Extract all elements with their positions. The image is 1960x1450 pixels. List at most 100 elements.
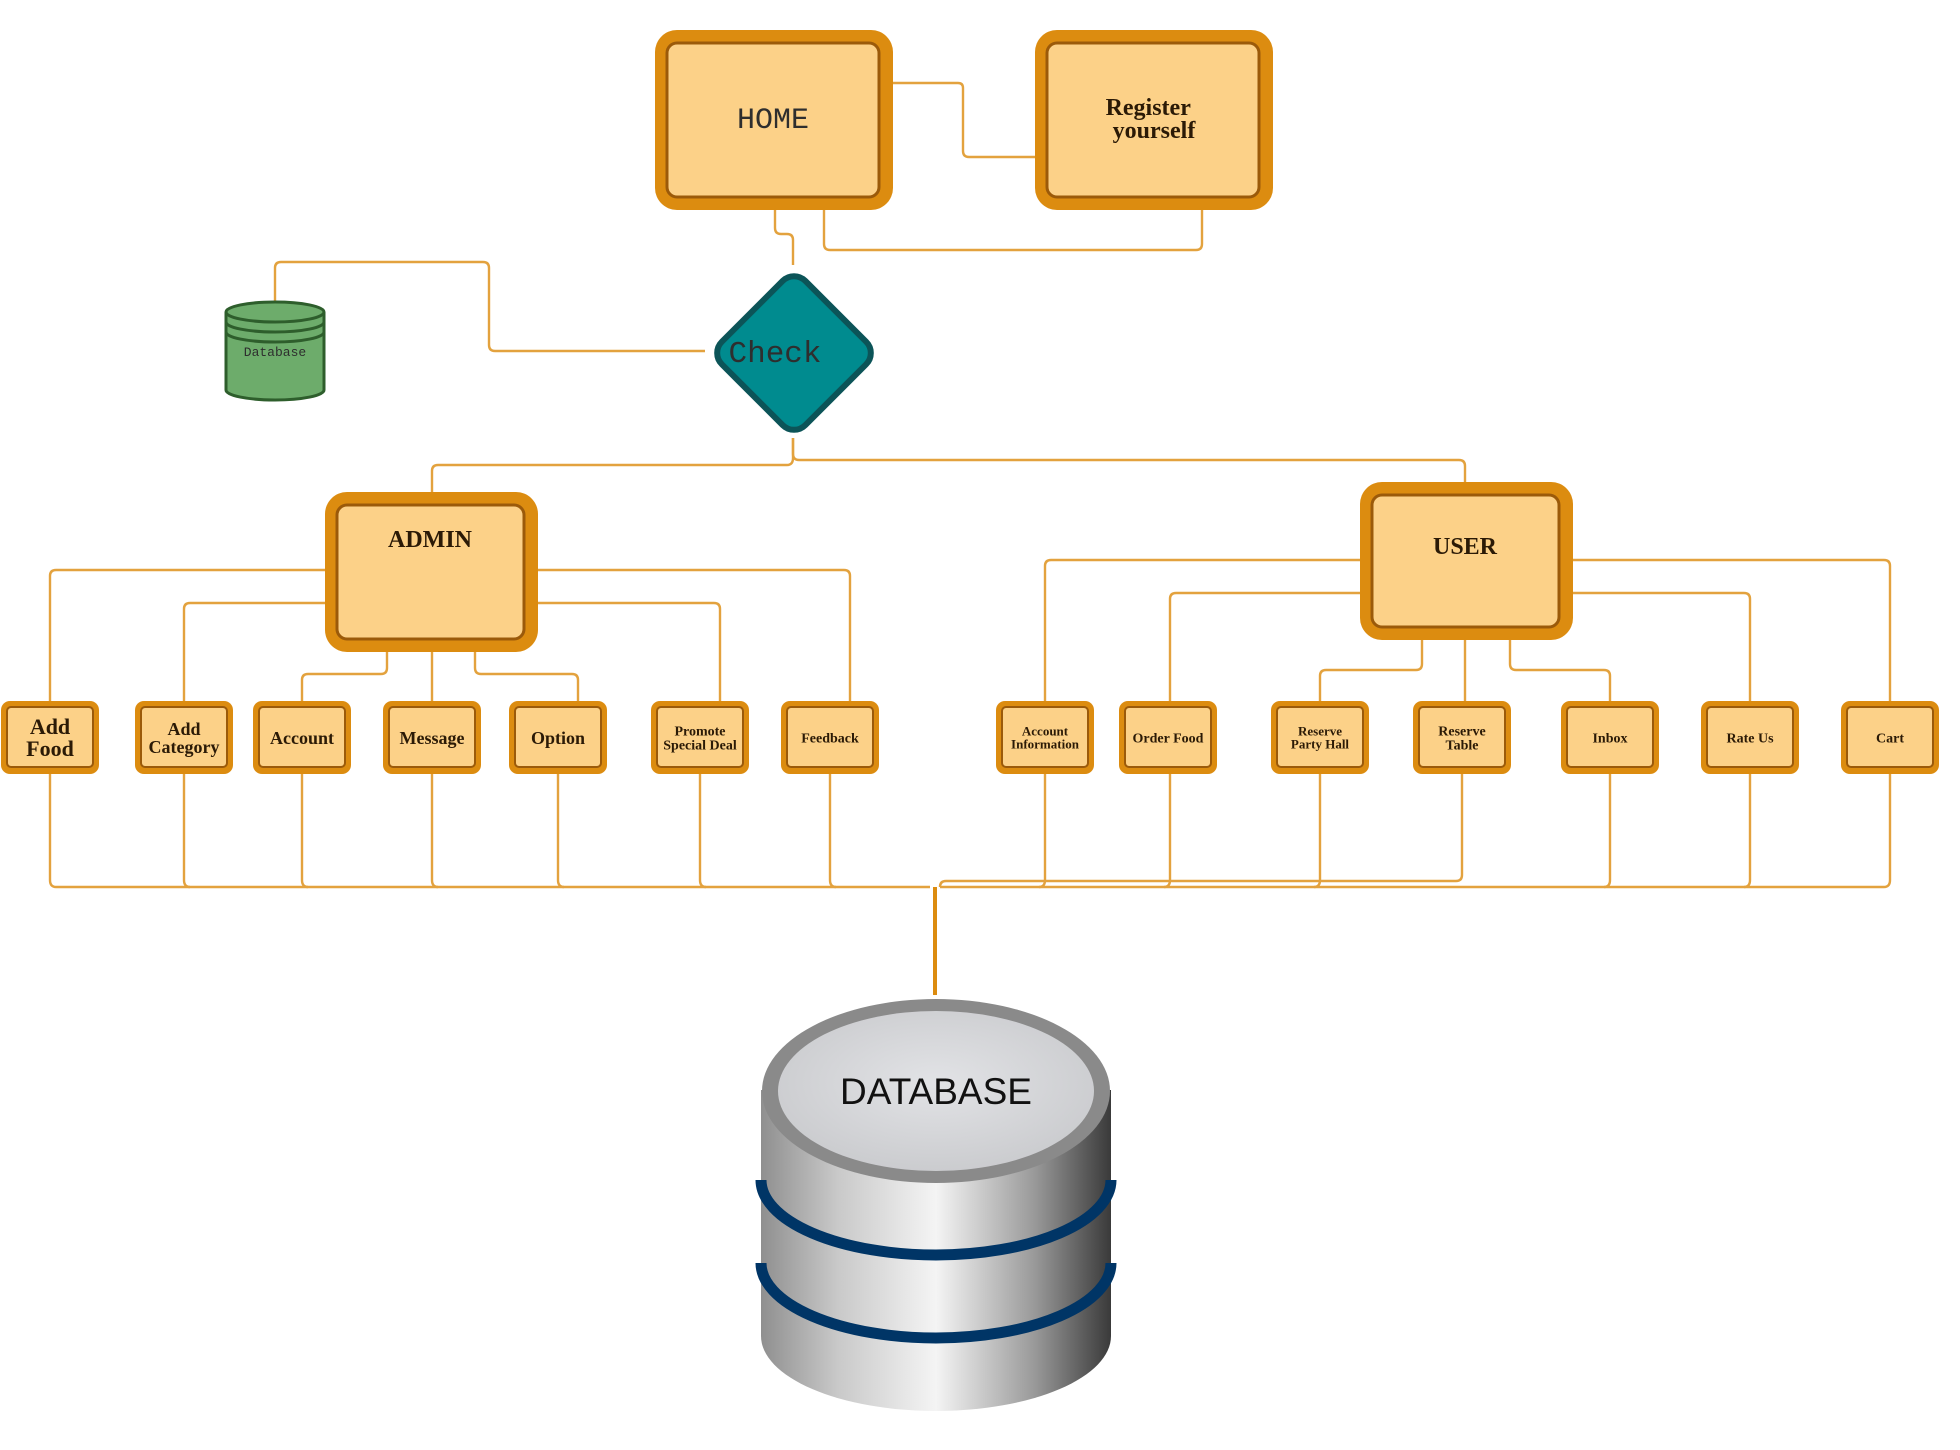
label-account: Account <box>270 728 334 748</box>
register-label-line2: yourself <box>1113 118 1197 144</box>
connector-bus-left <box>48 772 930 889</box>
drop-add-category <box>182 772 191 889</box>
label-line: Food <box>26 736 74 761</box>
label-line: Category <box>149 737 220 757</box>
drop-feedback <box>828 772 837 889</box>
node-feedback[interactable]: Feedback <box>781 701 879 774</box>
connector-check-admin <box>430 438 795 492</box>
label-line: Party Hall <box>1291 737 1350 752</box>
admin-label: ADMIN <box>388 527 473 553</box>
node-account[interactable]: Account <box>253 701 351 774</box>
connector-register-loop <box>822 208 1204 252</box>
label-line: Account <box>1022 724 1069 739</box>
database-cylinder: DATABASE <box>755 999 1117 1411</box>
drop-reserve-party <box>1313 772 1322 889</box>
svg-text:Register yourself: Register yourself <box>1106 95 1197 144</box>
connector-home-check <box>773 208 795 265</box>
node-order-food[interactable]: Order Food <box>1119 701 1217 774</box>
drop-promote <box>698 772 707 889</box>
database-band-upper <box>755 1179 1117 1261</box>
drop-account-info <box>1038 772 1047 889</box>
small-database-icon: Database <box>224 300 326 402</box>
label-rate-us: Rate Us <box>1726 731 1774 746</box>
small-database-label: Database <box>244 345 306 360</box>
connector-admin-add-food <box>48 568 325 704</box>
label-line: Special Deal <box>663 738 737 753</box>
label-message: Message <box>400 728 465 748</box>
drop-message <box>430 772 439 889</box>
label-line: Feedback <box>801 731 859 746</box>
database-band-lower <box>755 1262 1117 1344</box>
connector-home-register <box>892 81 1040 159</box>
node-inbox[interactable]: Inbox <box>1561 701 1659 774</box>
node-option[interactable]: Option <box>509 701 607 774</box>
connector-user-account-info <box>1043 558 1362 704</box>
home-label: HOME <box>737 104 809 138</box>
label-order-food: Order Food <box>1133 731 1204 746</box>
label-line: Promote <box>674 724 725 739</box>
node-cart[interactable]: Cart <box>1841 701 1939 774</box>
label-line: Reserve <box>1298 724 1342 739</box>
label-line: Add <box>30 714 70 739</box>
label-line: Add <box>167 719 200 739</box>
label-line: Table <box>1446 738 1479 753</box>
connector-bus-right <box>940 772 1892 889</box>
database-top <box>778 1011 1094 1171</box>
label-line: Reserve <box>1438 724 1485 739</box>
connector-user-order-food <box>1168 591 1362 704</box>
connector-admin-feedback <box>537 568 852 704</box>
connector-user-rate-us <box>1570 591 1752 704</box>
drop-account <box>300 772 309 889</box>
connector-user-inbox <box>1508 638 1612 704</box>
label-inbox: Inbox <box>1592 731 1627 746</box>
connector-lines <box>48 81 1892 995</box>
label-option: Option <box>531 728 585 748</box>
database-label: DATABASE <box>840 1071 1032 1112</box>
label-cart: Cart <box>1876 731 1904 746</box>
register-node[interactable]: Register yourself <box>1035 30 1273 210</box>
connector-admin-option <box>473 650 580 704</box>
drop-inbox <box>1603 772 1612 889</box>
label-line: Option <box>531 728 585 748</box>
home-node[interactable]: HOME <box>655 30 893 210</box>
label-line: Information <box>1011 737 1080 752</box>
register-label-line1: Register <box>1106 95 1192 121</box>
connector-admin-account <box>300 650 389 704</box>
label-line: Order Food <box>1133 731 1204 746</box>
node-message[interactable]: Message <box>383 701 481 774</box>
label-line: Account <box>270 728 334 748</box>
connector-user-reserve-party <box>1318 638 1424 704</box>
drop-reserve-table <box>938 772 1464 888</box>
connector-check-small-db <box>273 260 705 353</box>
connector-admin-add-category <box>182 601 325 704</box>
drop-rate-us <box>1743 772 1752 889</box>
check-label: Check <box>728 337 821 372</box>
admin-node[interactable]: ADMIN <box>325 492 538 652</box>
connector-user-cart <box>1570 558 1892 704</box>
connector-check-user <box>791 438 1467 482</box>
label-line: Rate Us <box>1726 731 1774 746</box>
label-line: Message <box>400 728 465 748</box>
user-label: USER <box>1433 534 1498 560</box>
connector-admin-promote <box>537 601 722 704</box>
user-node[interactable]: USER <box>1360 482 1573 640</box>
node-rate-us[interactable]: Rate Us <box>1701 701 1799 774</box>
drop-option <box>556 772 565 889</box>
label-line: Inbox <box>1592 731 1627 746</box>
check-decision-node[interactable]: Check <box>711 270 878 437</box>
